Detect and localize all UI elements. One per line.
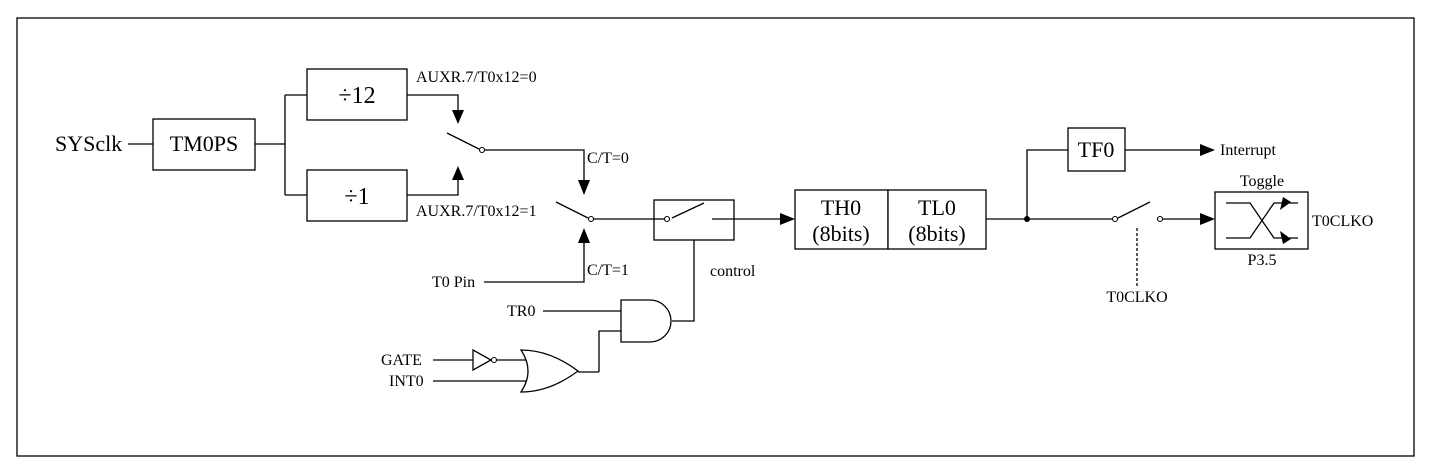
ct-switch-blade (555, 201, 589, 219)
toggle-label: Toggle (1240, 173, 1284, 190)
output-pin-label: P3.5 (1248, 252, 1277, 269)
clkout-control-label: T0CLKO (1106, 289, 1167, 306)
inverter-gate (472, 348, 493, 372)
control-label: control (710, 263, 756, 280)
prescale-switch-blade (446, 132, 480, 150)
tf0-box (1067, 127, 1126, 172)
prescale-switch-contact (478, 146, 486, 154)
clock-out-label: T0CLKO (1312, 213, 1373, 230)
divide-12-label: ÷12 (338, 83, 375, 109)
mode-label-1: AUXR.7/T0x12=1 (416, 203, 537, 220)
sysclk-label: SYSclk (55, 131, 122, 156)
int0-label: INT0 (389, 373, 424, 390)
tm0ps-label: TM0PS (170, 131, 238, 156)
mode-label-12: AUXR.7/T0x12=0 (416, 69, 537, 86)
or-gate (519, 349, 580, 393)
gate-label: GATE (381, 352, 422, 369)
t0-pin-label: T0 Pin (432, 274, 475, 291)
interrupt-label: Interrupt (1220, 142, 1277, 159)
tl0-bits: (8bits) (908, 221, 965, 246)
divide-1-label: ÷1 (344, 184, 369, 210)
divide-12-box (306, 68, 408, 121)
tl0-register (887, 189, 987, 250)
tm0ps-box (152, 118, 256, 171)
th0-bits: (8bits) (812, 221, 869, 246)
th0-register (794, 189, 889, 250)
tf0-label: TF0 (1078, 137, 1115, 162)
ct-switch-contact (587, 215, 595, 223)
clkout-switch-blade (1117, 201, 1151, 219)
th0-name: TH0 (821, 195, 861, 220)
tr0-label: TR0 (507, 303, 535, 320)
and-gate (620, 299, 672, 343)
ct-counter-label: C/T=1 (587, 262, 629, 279)
divide-1-box (306, 169, 408, 222)
tl0-name: TL0 (918, 195, 956, 220)
diagram-frame (16, 17, 1415, 457)
run-switch-blade (671, 202, 705, 219)
ct-timer-label: C/T=0 (587, 150, 629, 167)
